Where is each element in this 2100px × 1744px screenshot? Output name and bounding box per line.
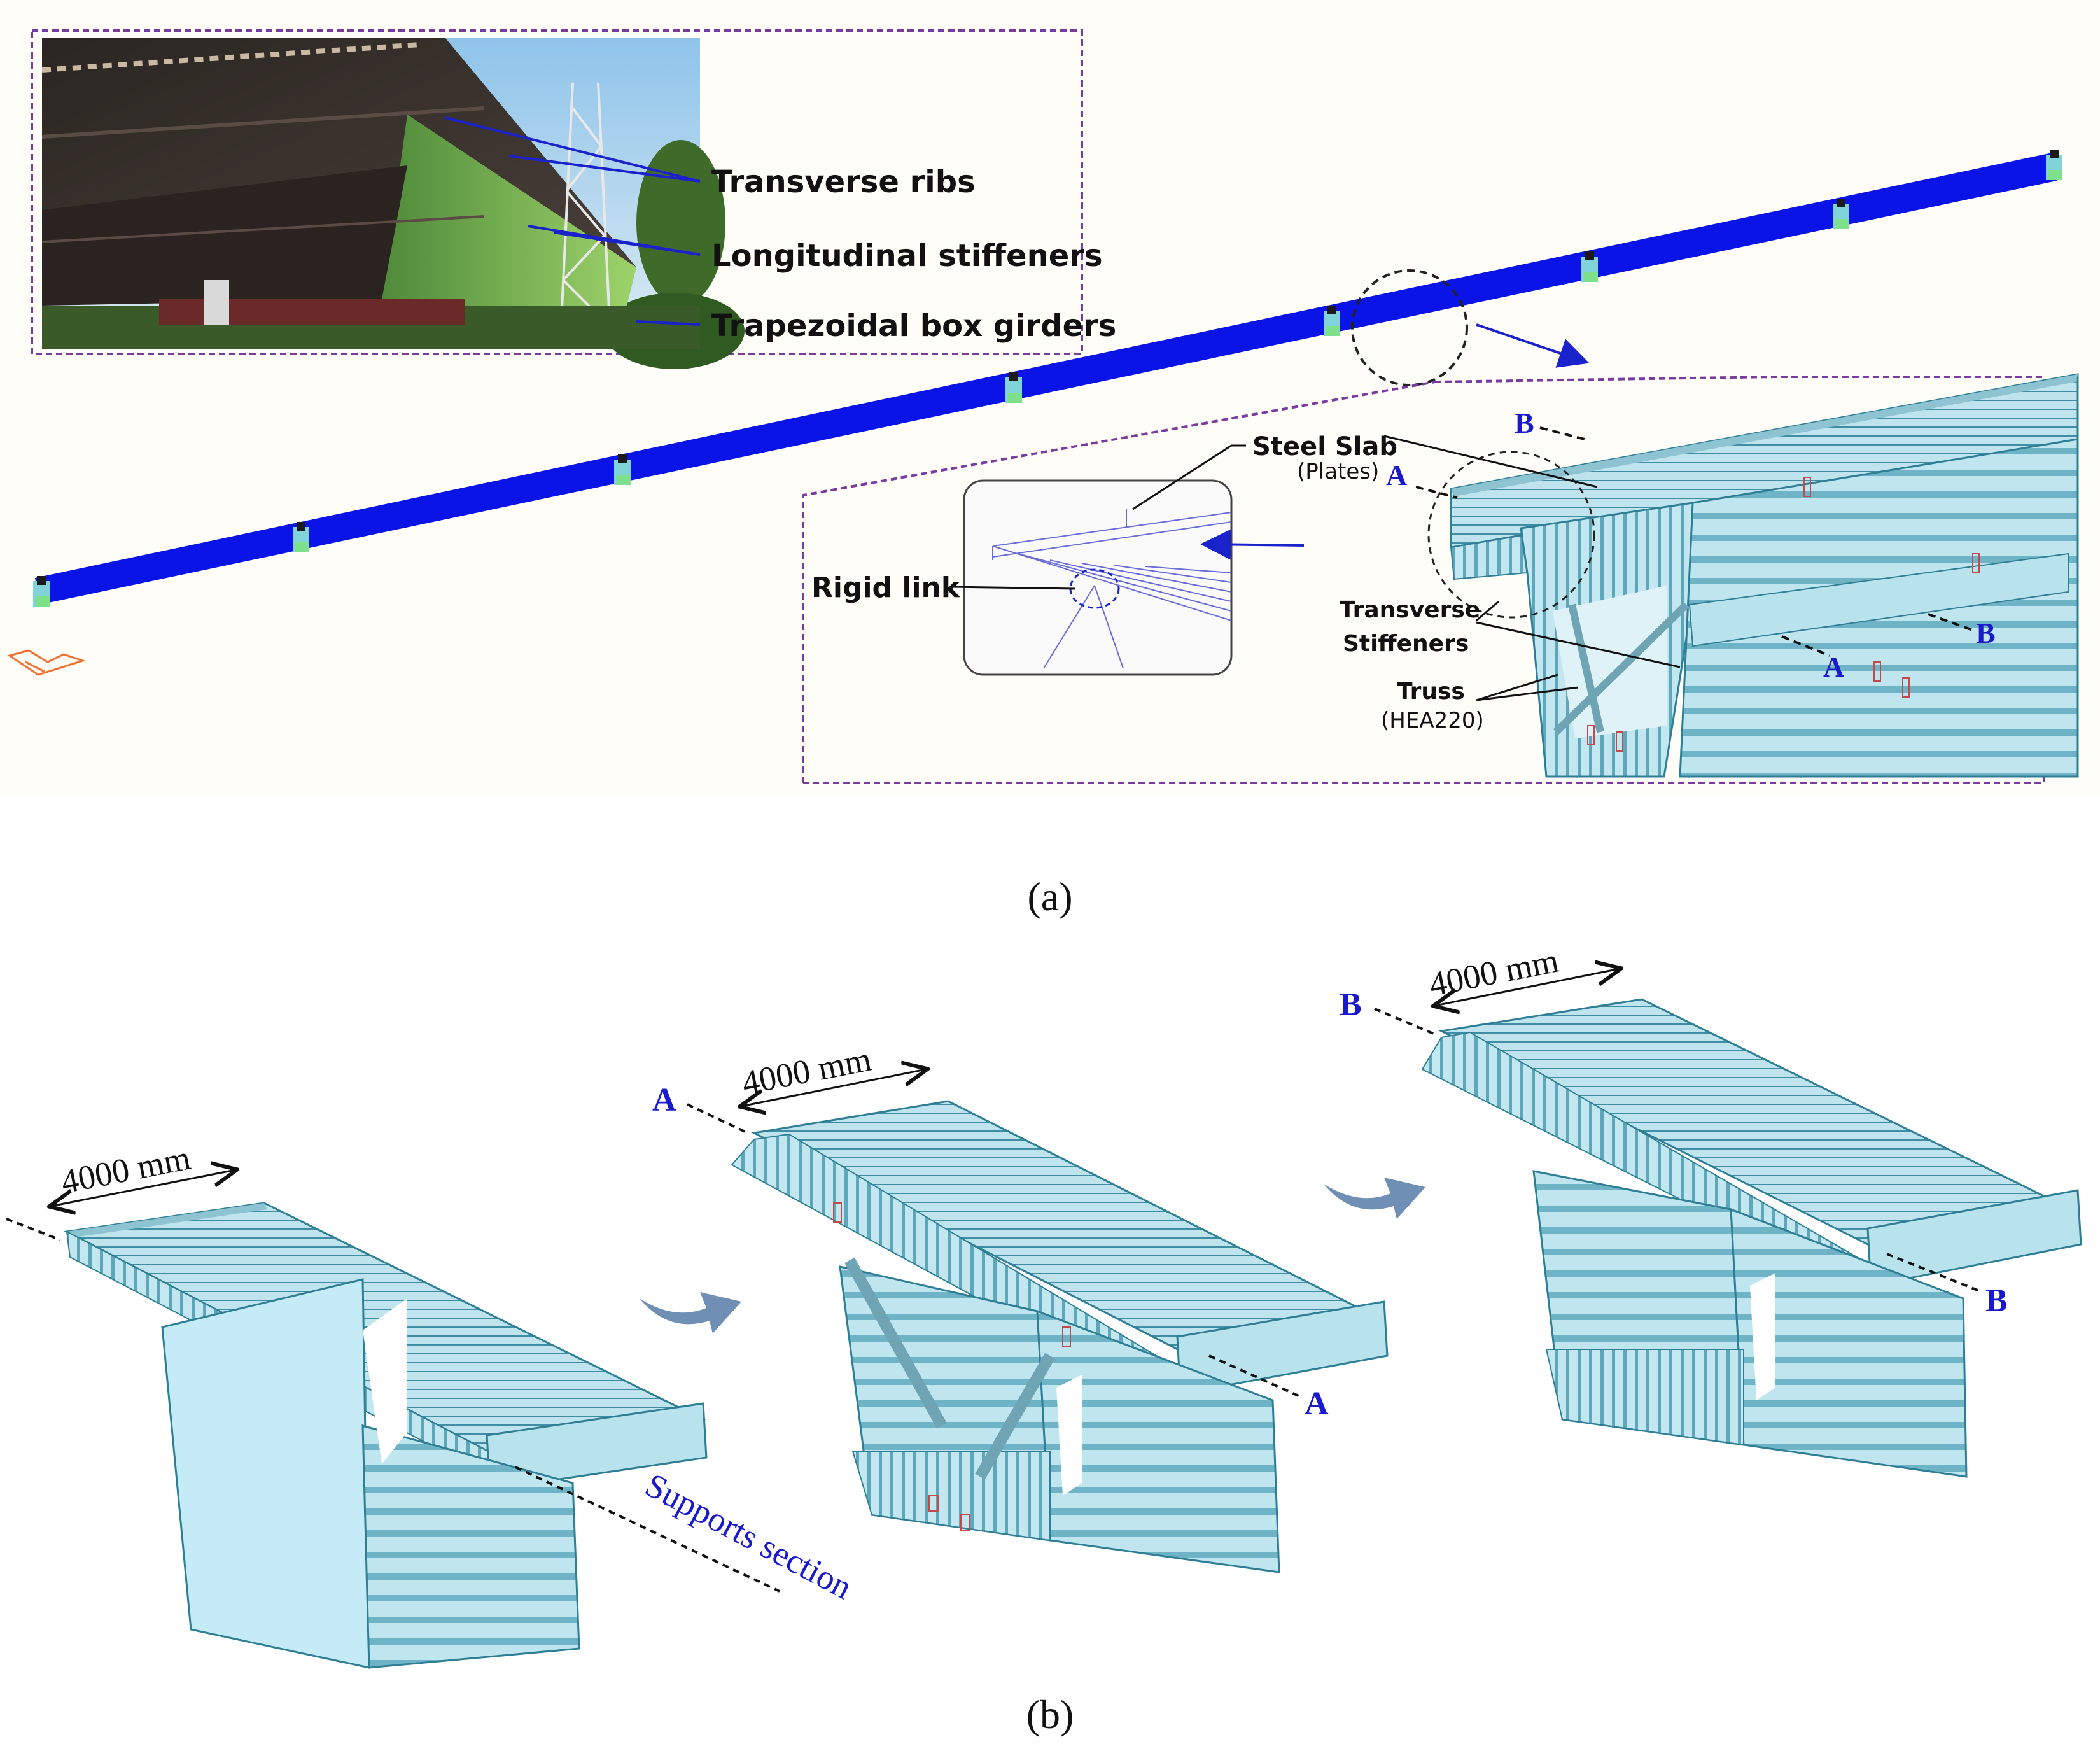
zoom-circle-detail	[1427, 451, 1595, 619]
photo-frame	[31, 29, 1083, 355]
caption-a: (a)	[1027, 874, 1072, 919]
support-node	[2046, 150, 2062, 180]
support-node	[1324, 306, 1340, 336]
section-marks-detail	[1415, 426, 1973, 657]
section-mark-b-end: B	[1985, 1283, 2008, 1319]
dimension-arrow-2	[741, 1069, 926, 1106]
bridge-girder-line	[35, 153, 2057, 605]
bridge-supports	[33, 150, 2062, 607]
support-node	[293, 522, 309, 552]
deck-detail-model	[1427, 373, 2079, 778]
dimension-arrow-3	[1435, 969, 1620, 1006]
support-node	[1833, 199, 1849, 229]
zoom-circle-model	[1351, 269, 1468, 386]
label-stiffeners: Stiffeners	[1343, 631, 1469, 657]
bridge-photo	[41, 38, 745, 369]
panel-a: Transverse ribs Longitudinal stiffeners …	[0, 0, 2100, 796]
label-rigid-link: Rigid link	[811, 572, 961, 604]
label-trapezoidal-box-girders: Trapezoidal box girders	[711, 308, 1116, 344]
label-longitudinal-stiffeners: Longitudinal stiffeners	[711, 238, 1103, 274]
segment-supports: 4000 mm Supports section	[6, 1139, 858, 1669]
section-mark-a-start: A	[652, 1082, 676, 1118]
label-supports-section: Supports section	[639, 1466, 858, 1607]
dimension-arrow-1	[51, 1170, 235, 1206]
label-truss: Truss	[1397, 679, 1465, 705]
label-truss-section: (HEA220)	[1381, 708, 1484, 733]
transition-arrow-1	[640, 1292, 741, 1333]
support-node	[614, 454, 631, 485]
rigid-link-inset	[963, 479, 1305, 676]
segment-a: A A 4000 mm	[652, 1040, 1389, 1573]
support-node	[1581, 251, 1598, 282]
section-mark-a-left: A	[1386, 459, 1407, 491]
zoom-arrow-model	[1476, 323, 1590, 368]
caption-b: (b)	[1026, 1692, 1074, 1737]
section-mark-b-right: B	[1976, 617, 1996, 649]
section-mark-a-end: A	[1305, 1386, 1329, 1422]
support-node	[1005, 372, 1022, 403]
section-mark-b-top: B	[1515, 407, 1534, 439]
transition-arrow-2	[1324, 1178, 1425, 1219]
label-plates: (Plates)	[1297, 459, 1379, 484]
detail-leader-lines	[951, 435, 1681, 701]
label-steel-slab: Steel Slab	[1252, 432, 1397, 461]
photo-callout-lines	[445, 116, 701, 326]
label-transverse-ribs: Transverse ribs	[711, 164, 976, 200]
model-detail-inset: Steel Slab (Plates) Rigid link Transvers…	[802, 373, 2079, 784]
section-mark-b-start: B	[1340, 987, 1362, 1023]
label-transverse: Transverse	[1340, 597, 1480, 623]
bridge-model	[7, 150, 2062, 676]
photo-inset: Transverse ribs Longitudinal stiffeners …	[31, 29, 1116, 369]
model-detail-frame	[803, 376, 2045, 784]
panel-b: 4000 mm Supports section A A 4000	[6, 941, 2082, 1669]
axis-triad-icon	[7, 649, 86, 676]
segment-b: B B 4000 mm	[1340, 941, 2082, 1478]
support-node	[33, 576, 50, 607]
section-mark-a-right: A	[1823, 650, 1844, 683]
